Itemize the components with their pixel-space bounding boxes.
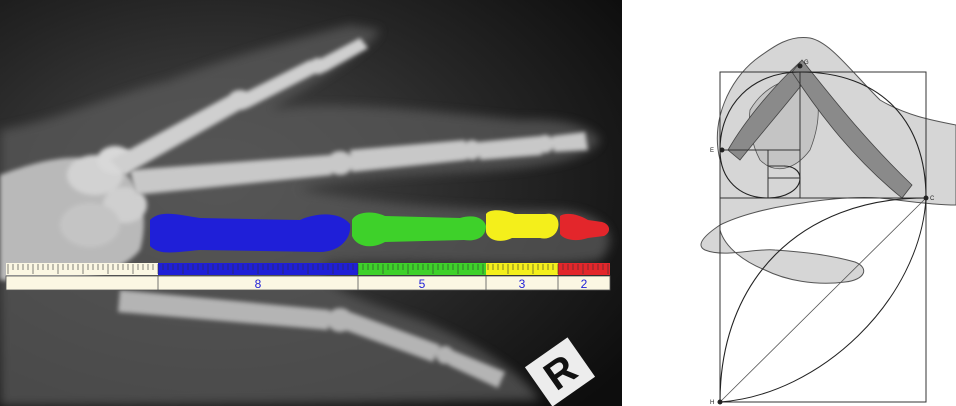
ruler-label-2: 2 <box>581 277 588 291</box>
middle-phalanx-bone <box>486 210 558 241</box>
hand-xray-image: 8 5 3 2 R <box>0 0 622 406</box>
sketch-label-right: C <box>930 196 935 202</box>
ruler-label-5: 5 <box>419 277 426 291</box>
metacarpal-bone <box>150 214 350 253</box>
ruler-segment-base <box>6 263 158 275</box>
sketch-label-bottom: H <box>710 400 714 406</box>
ruler-label-3: 3 <box>519 277 526 291</box>
ruler-segment-3 <box>486 263 558 275</box>
ruler-label-8: 8 <box>255 277 262 291</box>
golden-ratio-hand-sketch: G E C H <box>680 0 956 406</box>
sketch-label-top: G <box>804 60 809 66</box>
ruler-segment-2 <box>558 263 610 275</box>
proportion-ruler: 8 5 3 2 <box>6 263 610 291</box>
sketch-label-left: E <box>710 148 714 154</box>
ruler-segment-5 <box>358 263 486 275</box>
